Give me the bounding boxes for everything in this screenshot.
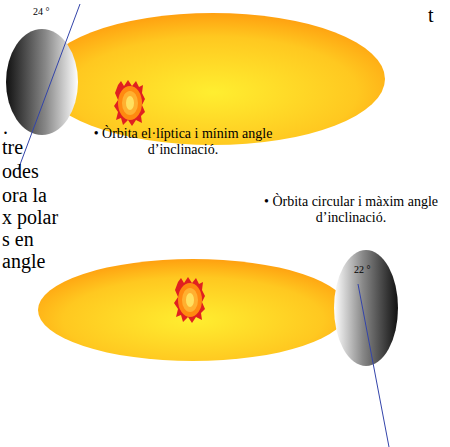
text-fragment: t <box>428 4 434 27</box>
text-fragment: ora la <box>2 184 47 207</box>
angle-label: 22 ° <box>354 264 371 276</box>
text-fragment: tre <box>2 136 23 159</box>
text-fragment: . <box>3 116 8 139</box>
text-fragment: angle <box>2 250 45 273</box>
orbit-note: • Òrbita circular i màxim angle d’inclin… <box>258 194 444 226</box>
text-fragment: odes <box>2 160 39 183</box>
angle-label: 24 ° <box>33 6 50 18</box>
sun <box>174 277 205 323</box>
earth <box>6 29 78 135</box>
earth-axis <box>18 4 80 170</box>
earth <box>334 250 398 366</box>
earth-axis <box>358 284 389 447</box>
text-fragment: x polar <box>2 206 58 229</box>
sun <box>114 80 145 126</box>
text-fragment: s en <box>2 228 34 251</box>
elliptic-orbit <box>41 13 385 145</box>
circular-orbit <box>38 259 348 361</box>
orbit-note: • Òrbita el·líptica i mínim angle d’incl… <box>88 126 278 158</box>
